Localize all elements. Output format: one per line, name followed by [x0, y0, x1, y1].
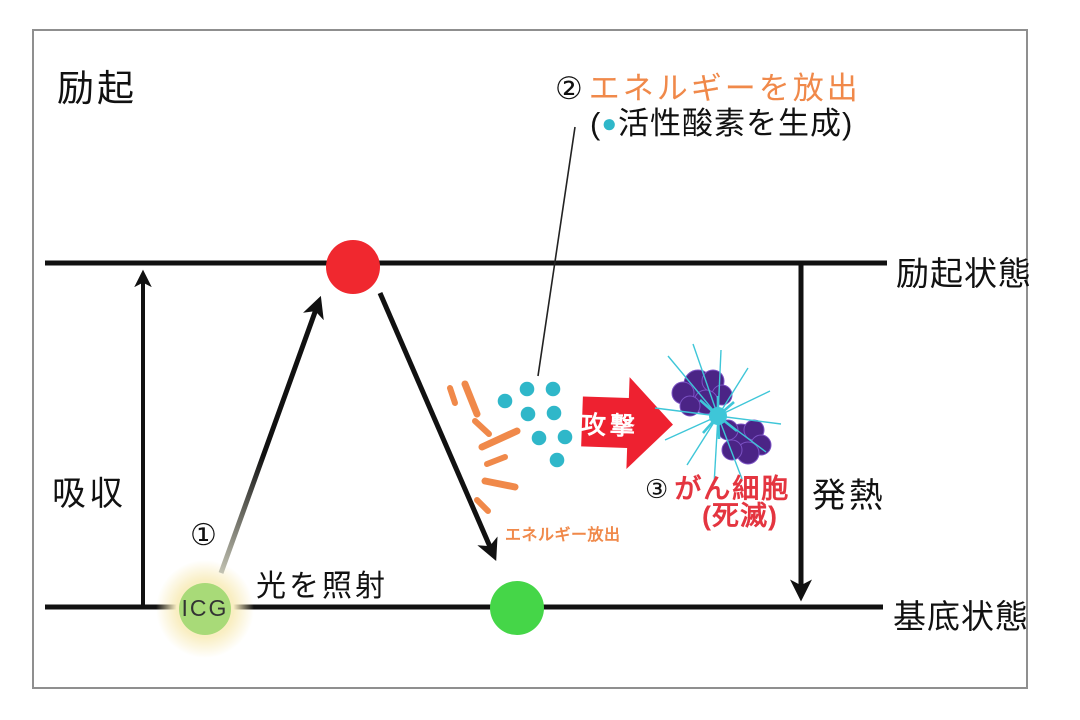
- icg-label: ICG: [181, 595, 229, 621]
- step3-title: がん細胞: [674, 474, 791, 504]
- step2-title: エネルギーを放出: [588, 71, 861, 106]
- reactive-oxygen-dots: [497, 381, 573, 468]
- step1-marker: ①: [190, 519, 217, 552]
- energy-burst-icon: [447, 380, 521, 514]
- ros-bullet-icon: ●: [601, 108, 619, 138]
- heat-label: 発熱: [812, 477, 886, 515]
- icg-molecule: [179, 583, 231, 635]
- step2-pointer-line: [537, 126, 576, 377]
- cancer-cell-illustration: [654, 343, 782, 486]
- attack-arrow: [581, 377, 673, 470]
- step2-marker: ②: [555, 71, 583, 106]
- excitation-arrow: [218, 295, 324, 574]
- relaxation-arrow: [377, 292, 498, 562]
- step3-subtitle: (死滅): [702, 501, 778, 531]
- step3-marker: ③: [645, 474, 669, 504]
- attack-label: 攻撃: [580, 410, 640, 442]
- step2-paren-open: (: [590, 106, 602, 141]
- energy-release-label: エネルギー放出: [505, 527, 621, 544]
- light-irradiation-label: 光を照射: [256, 570, 388, 603]
- excited-state-label: 励起状態: [896, 255, 1032, 292]
- ground-electron-circle: [490, 581, 544, 635]
- ground-state-label: 基底状態: [893, 598, 1029, 635]
- excited-electron-circle: [326, 240, 380, 294]
- cancer-cell-lower-cluster: [717, 419, 772, 465]
- step2-line2: (●活性酸素を生成): [590, 106, 861, 141]
- page-title: 励起: [57, 68, 137, 109]
- step2-sub-text: 活性酸素を生成): [618, 106, 854, 141]
- absorption-label: 吸収: [52, 475, 126, 513]
- cell-burst-core: [709, 407, 727, 425]
